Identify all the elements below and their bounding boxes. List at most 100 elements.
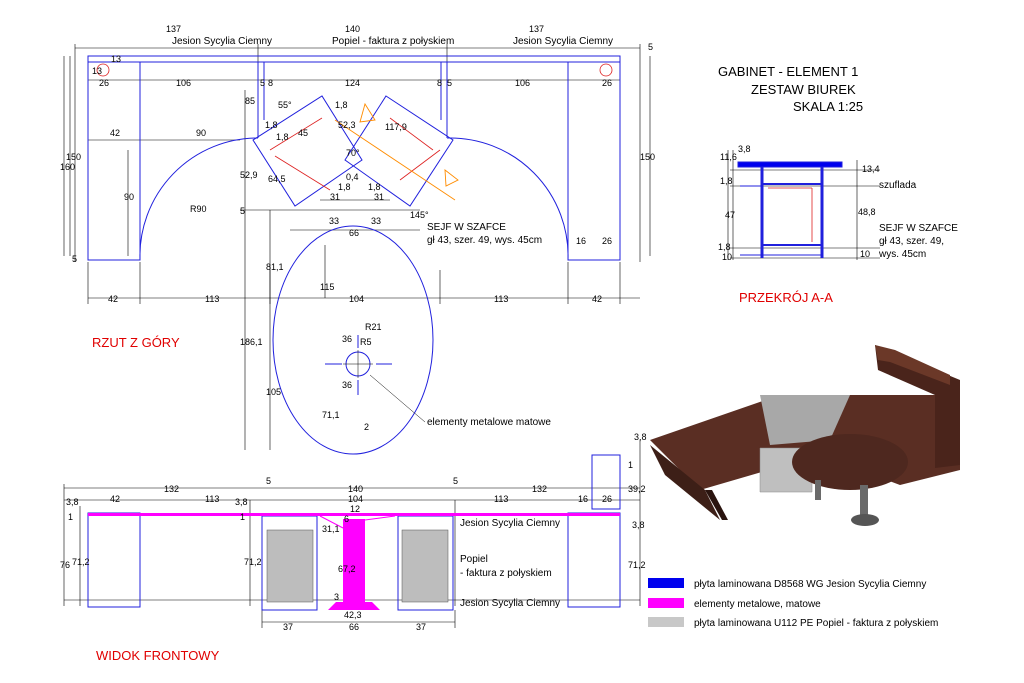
dim: 137 [529,24,544,34]
safe-sec-1: SEJF W SZAFCE [879,223,958,234]
dim: 26 [99,78,109,88]
dim: 5 [648,42,653,52]
dim: 5 [266,476,271,486]
dim: 1,8 [338,182,351,192]
front-base [328,602,380,610]
dim: 1,8 [335,100,348,110]
dim: R21 [365,322,382,332]
dim: 48,8 [858,207,876,217]
dim: 5 [72,254,77,264]
label-drawer: szuflada [879,180,917,191]
dim: 124 [345,78,360,88]
dim: 106 [176,78,191,88]
dim: R5 [360,337,372,347]
front-view: 5 5 132 140 132 3,8 42 113 3,8 104 113 1… [60,432,647,663]
section-view: 3,8 11,6 13,4 1,8 47 48,8 1,8 10 10 szuf… [718,144,958,305]
legend-label-1: elementy metalowe, matowe [694,599,821,610]
front-label-popiel-2: - faktura z połyskiem [460,568,552,579]
dim: 186,1 [240,337,263,347]
dim: 5 [260,78,265,88]
dim: 1,8 [368,182,381,192]
dim: 140 [348,484,363,494]
view-front-title: WIDOK FRONTOWY [96,648,220,663]
dim: 3 [334,592,339,602]
dim: 71,1 [322,410,340,420]
dim: 71,2 [628,560,646,570]
dim: 26 [602,494,612,504]
dim: 150 [640,152,655,162]
dim: 132 [164,484,179,494]
dim: 113 [205,294,219,304]
dim: 42 [110,494,120,504]
desk-top-outline [87,55,621,455]
dim: 70° [346,148,360,158]
front-label-jesion-2: Jesion Sycylia Ciemny [460,598,560,609]
title-line2: ZESTAW BIUREK [751,82,856,97]
label-jesion-left: Jesion Sycylia Ciemny [172,36,272,47]
dim: 33 [371,216,381,226]
title-block: GABINET - ELEMENT 1 ZESTAW BIUREK SKALA … [718,64,863,114]
legend-swatch-0 [648,578,684,588]
dim: 6 [344,514,349,524]
view-top-title: RZUT Z GÓRY [92,335,180,350]
dim: 113 [494,294,508,304]
dim: 67,2 [338,564,356,574]
title-line1: GABINET - ELEMENT 1 [718,64,858,79]
dim: 12 [350,504,360,514]
dim: 1 [68,512,73,522]
dim: 37 [283,622,293,632]
dim: 0,4 [346,172,359,182]
dim: 45 [298,128,308,138]
dim: 16 [576,236,586,246]
desk-inner-red [96,63,613,191]
label-jesion-right: Jesion Sycylia Ciemny [513,36,613,47]
top-view [63,44,651,450]
safe-label-1: SEJF W SZAFCE [427,222,506,233]
dim: 8 [437,78,442,88]
dim: 66 [349,228,359,238]
dim: 5 [240,206,245,216]
dim: 1 [240,512,245,522]
dim: 90 [124,192,134,202]
safe-sec-2: gł 43, szer. 49, [879,236,944,247]
legend-swatch-2 [648,617,684,627]
dim: 3,8 [66,497,79,507]
dim: 10 [860,249,870,259]
label-popiel-top: Popiel - faktura z połyskiem [332,36,454,47]
label-metal: elementy metalowe matowe [427,417,551,428]
dim: 66 [349,622,359,632]
front-top-metal [88,513,620,516]
dim: 81,1 [266,262,284,272]
dim: 117,9 [385,122,407,132]
view-section-title: PRZEKRÓJ A-A [739,290,833,305]
dim: 26 [602,78,612,88]
safe-label-2: gł 43, szer. 49, wys. 45cm [427,235,542,246]
dim: 37 [416,622,426,632]
dim: 36 [342,334,352,344]
dim: 42 [110,128,120,138]
dim: 1 [628,460,633,470]
dim: 3,8 [738,144,751,154]
dim: 104 [349,294,364,304]
dim: 42 [592,294,602,304]
dim: 13 [92,66,102,76]
dim: 137 [166,24,181,34]
title-line3: SKALA 1:25 [793,99,863,114]
dim: 76 [60,560,70,570]
legend: płyta laminowana D8568 WG Jesion Sycylia… [648,578,938,629]
dim: 3,8 [632,520,645,530]
dim: 1,8 [265,120,278,130]
dim: 16 [578,494,588,504]
dim: 115 [320,282,334,292]
dim: 11,6 [720,152,737,162]
dim: 42 [108,294,118,304]
dim: 1,8 [718,242,731,252]
dim: 104 [348,494,363,504]
dim: 5 [453,476,458,486]
dim: 71,2 [72,557,90,567]
dim: 150 [66,152,81,162]
dim: R90 [190,204,207,214]
dim: 39,2 [628,484,646,494]
dim: 64,5 [268,174,286,184]
